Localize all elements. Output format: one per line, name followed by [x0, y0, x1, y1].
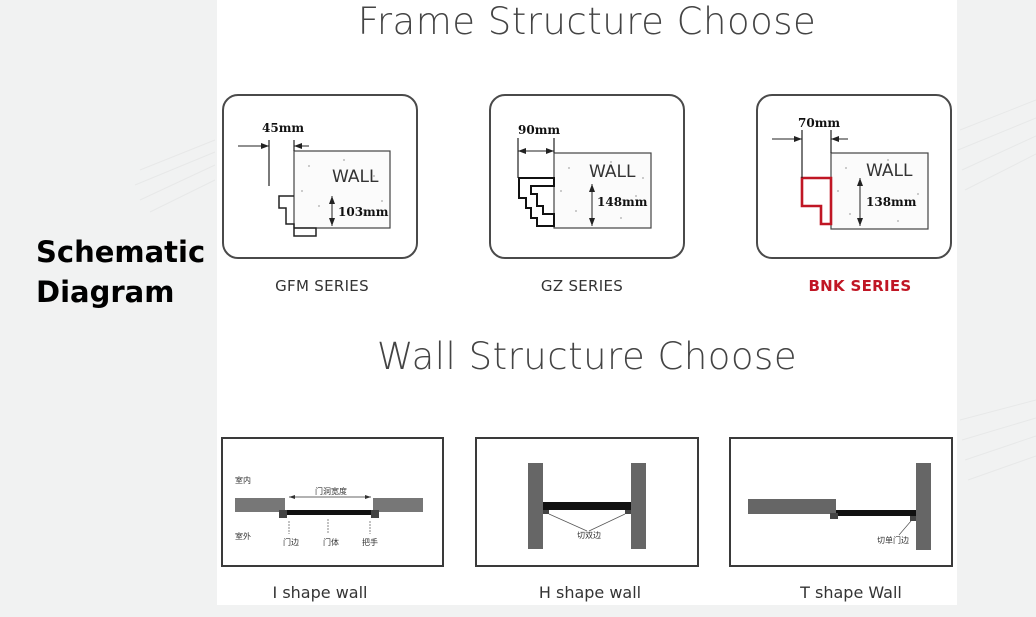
h-cut-edge-note: 切双边 [577, 530, 601, 540]
gz-series-label: GZ SERIES [540, 277, 624, 295]
i-shape-wall-label: I shape wall [272, 583, 368, 602]
gz-depth-dimension: 148mm [597, 195, 648, 209]
bnk-gap-dimension: 70mm [798, 116, 840, 130]
gfm-wall-text: WALL [332, 167, 379, 187]
gfm-depth-dimension: 103mm [338, 205, 389, 219]
wall-structure-title: Wall Structure Choose [376, 335, 798, 378]
side-label-line2: Diagram [36, 275, 175, 309]
i-shape-wall-diagram: 室内 室外 门洞宽度 门边 门体 把手 [221, 437, 444, 567]
bnk-frame-diagram: WALL 70mm 138mm [772, 116, 929, 230]
schematic-diagram-label: Schematic Diagram [36, 232, 205, 312]
t-shape-wall-diagram: 切单门边 [729, 437, 953, 567]
t-shape-wall-label: T shape Wall [800, 583, 902, 602]
gfm-gap-dimension: 45mm [262, 121, 304, 135]
door-note: 门体 [323, 537, 339, 547]
frame-structure-title: Frame Structure Choose [357, 0, 817, 43]
h-shape-wall-diagram: 切双边 [475, 437, 699, 567]
bnk-wall-text: WALL [866, 161, 913, 181]
bnk-depth-dimension: 138mm [866, 195, 917, 209]
side-label-line1: Schematic [36, 235, 206, 269]
frame-note: 门边 [283, 537, 299, 547]
gz-frame-diagram: WALL 90mm 148mm [517, 123, 652, 229]
indoor-note: 室内 [235, 475, 251, 485]
gz-gap-dimension: 90mm [518, 123, 560, 137]
outdoor-note: 室外 [235, 531, 251, 541]
gz-series-card: WALL 90mm 148mm [489, 94, 685, 259]
t-cut-edge-note: 切单门边 [877, 535, 909, 545]
gfm-frame-diagram: WALL 45mm 103mm [238, 121, 391, 237]
gfm-series-label: GFM SERIES [275, 277, 369, 295]
gfm-series-card: WALL 45mm 103mm [222, 94, 418, 259]
opening-width-note: 门洞宽度 [315, 486, 347, 496]
handle-note: 把手 [362, 537, 378, 547]
bnk-series-label: BNK SERIES [808, 277, 912, 295]
bnk-series-card: WALL 70mm 138mm [756, 94, 952, 259]
h-shape-wall-label: H shape wall [538, 583, 642, 602]
gz-wall-text: WALL [589, 162, 636, 182]
